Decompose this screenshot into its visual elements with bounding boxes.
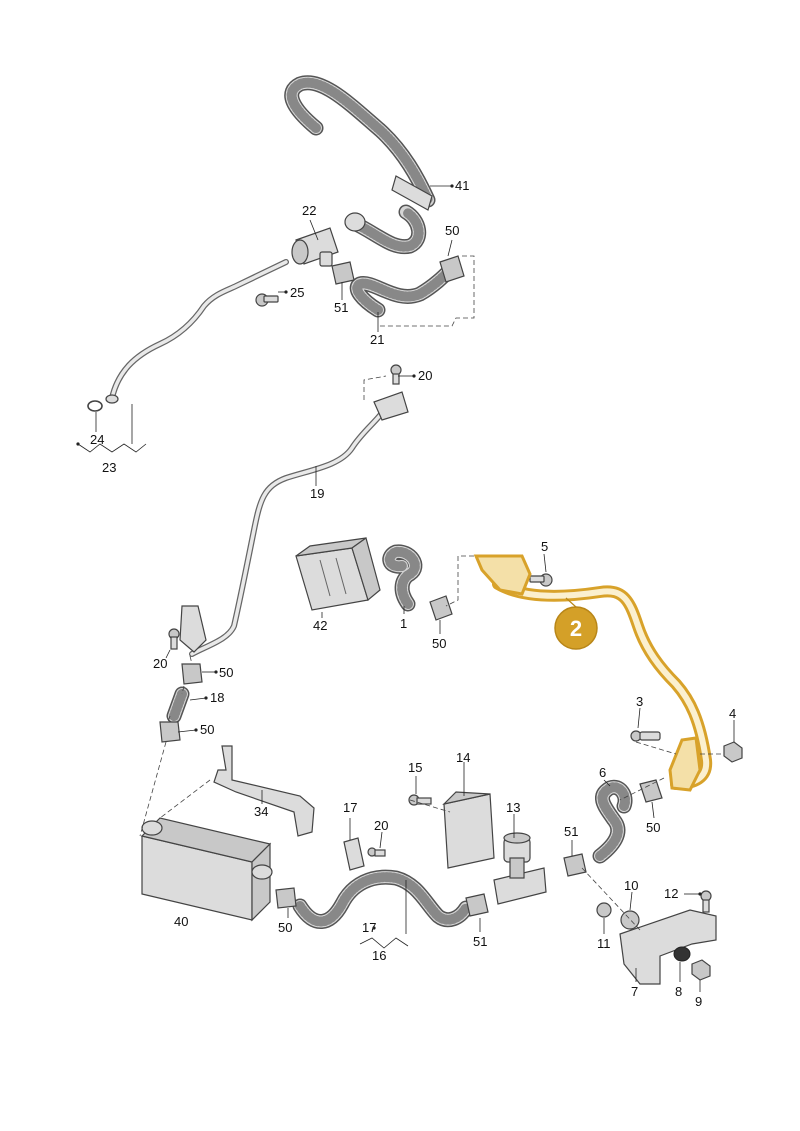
callout-badge-2: 2 [554, 597, 598, 650]
label-50-bottom: 50 [278, 920, 292, 935]
bolt-3 [630, 730, 661, 742]
label-15: 15 [408, 760, 422, 775]
nut-4 [723, 741, 743, 763]
label-4: 4 [729, 706, 736, 721]
label-9: 9 [695, 994, 702, 1009]
clamp-50-left-1 [181, 663, 203, 685]
o-ring-24 [87, 400, 103, 412]
label-50-right: 50 [646, 820, 660, 835]
coolant-pipe-2 [473, 554, 713, 792]
label-50-left-1: 50 [219, 665, 233, 680]
callout-badge-label: 2 [570, 616, 582, 641]
bushing-10 [620, 910, 640, 930]
label-13: 13 [506, 800, 520, 815]
clamp-51-top [331, 261, 355, 285]
clamp-50-left-2 [159, 721, 181, 743]
hose-21 [349, 262, 458, 318]
bolt-20-left [168, 628, 180, 650]
part-labels: 41 22 50 25 51 21 20 24 23 19 5 42 1 50 … [90, 178, 736, 1009]
label-7: 7 [631, 984, 638, 999]
grommet-11 [596, 902, 612, 918]
hose-41 [284, 75, 436, 211]
label-40: 40 [174, 914, 188, 929]
oil-cooler-42 [295, 537, 381, 611]
label-20-top: 20 [418, 368, 432, 383]
valve-13 [493, 832, 547, 905]
label-50-left-2: 50 [200, 722, 214, 737]
clamp-50-top [439, 255, 465, 283]
label-5: 5 [541, 539, 548, 554]
label-20-left: 20 [153, 656, 167, 671]
label-22: 22 [302, 203, 316, 218]
clamp-50-mid [429, 595, 453, 621]
leader-lines [77, 185, 735, 992]
leader-dots [76, 184, 702, 930]
hose-21-upper [344, 204, 427, 255]
label-6: 6 [599, 765, 606, 780]
bolt-15 [408, 794, 432, 806]
hose-18 [166, 686, 190, 724]
clamp-51-valve [563, 853, 587, 877]
label-19: 19 [310, 486, 324, 501]
label-1: 1 [400, 616, 407, 631]
label-51-top: 51 [334, 300, 348, 315]
label-8: 8 [675, 984, 682, 999]
nut-9 [691, 959, 711, 981]
label-34: 34 [254, 804, 268, 819]
label-20-bottom: 20 [374, 818, 388, 833]
pipe-23 [105, 259, 289, 404]
label-3: 3 [636, 694, 643, 709]
hose-1 [382, 544, 423, 612]
hose-6 [592, 779, 633, 864]
cooler-40 [140, 817, 273, 922]
label-42: 42 [313, 618, 327, 633]
clip-17 [343, 837, 365, 871]
label-21: 21 [370, 332, 384, 347]
label-41: 41 [455, 178, 469, 193]
hose-16 [292, 869, 474, 929]
label-11: 11 [597, 936, 611, 951]
label-51-bottom: 51 [473, 934, 487, 949]
clamp-50-bottom [275, 887, 297, 909]
label-10: 10 [624, 878, 638, 893]
bolt-12 [700, 890, 712, 913]
bolt-5 [529, 573, 553, 587]
pipe-19 [179, 391, 409, 657]
label-14: 14 [456, 750, 470, 765]
label-51-valve: 51 [564, 824, 578, 839]
connector-22 [291, 227, 339, 267]
washer-8 [673, 946, 691, 962]
clamp-51-bottom [465, 893, 489, 917]
label-17-bottom: 17 [362, 920, 376, 935]
label-23: 23 [102, 460, 116, 475]
bolt-20-top [390, 364, 402, 385]
label-18: 18 [210, 690, 224, 705]
bolt-25 [255, 293, 279, 307]
bolt-20-bottom [367, 847, 386, 857]
dashed-routing [139, 255, 724, 931]
label-12: 12 [664, 886, 678, 901]
label-24: 24 [90, 432, 104, 447]
label-16: 16 [372, 948, 386, 963]
heat-shield-14 [442, 791, 495, 869]
label-50-top: 50 [445, 223, 459, 238]
label-25: 25 [290, 285, 304, 300]
label-17-top: 17 [343, 800, 357, 815]
bracket-34 [213, 745, 315, 837]
clamp-50-right [639, 779, 663, 803]
label-50-mid: 50 [432, 636, 446, 651]
